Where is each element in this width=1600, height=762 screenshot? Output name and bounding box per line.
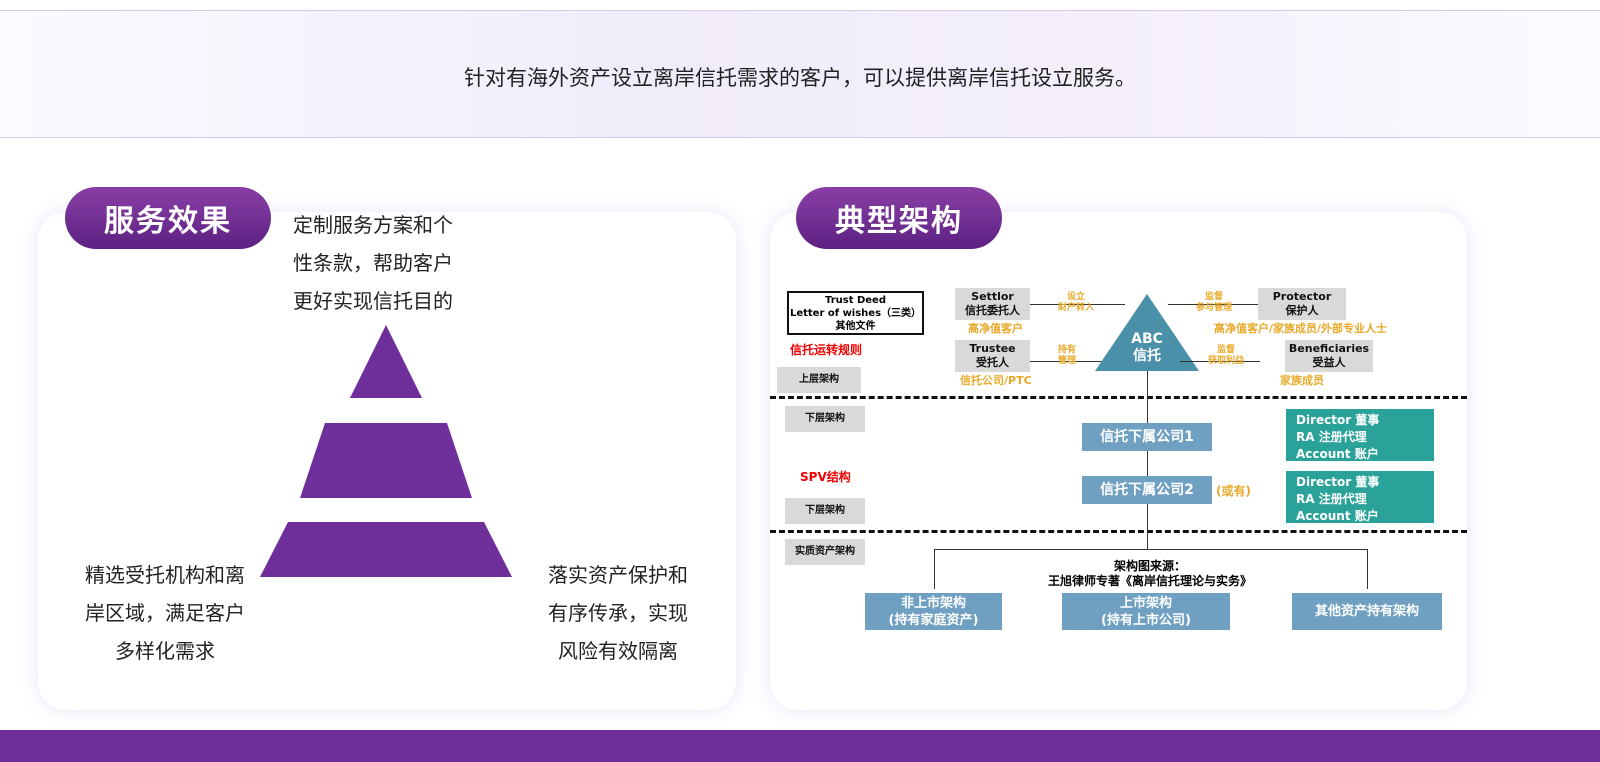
beneficiaries-arrow-label: 监督获取利益	[1208, 345, 1244, 367]
subsidiary-2-note: (或有)	[1216, 484, 1251, 498]
text-line: ABC	[1131, 331, 1163, 347]
right-text: 落实资产保护和有序传承，实现风险有效隔离	[530, 556, 706, 670]
other-asset-structure: 其他资产持有架构	[1292, 593, 1442, 630]
text-line: RA 注册代理	[1296, 430, 1367, 444]
text-line: 管理	[1058, 356, 1077, 366]
text-line: 信托委托人	[965, 304, 1020, 317]
protector-arrow	[1168, 304, 1258, 305]
text-line: 保护人	[1285, 304, 1319, 317]
text-line: 受托人	[976, 356, 1009, 369]
service-effect-title: 服务效果	[65, 187, 271, 249]
text-line: 受益人	[1312, 356, 1346, 369]
trustee-arrow	[1030, 361, 1110, 362]
text-line: 信托	[1133, 348, 1161, 364]
beneficiaries-note: 家族成员	[1280, 374, 1324, 387]
text-line: 定制服务方案和个	[293, 213, 453, 237]
source-note: 架构图来源：王旭律师专著《离岸信托理论与实务》	[1030, 559, 1270, 589]
text-line: Trust Deed	[824, 295, 886, 306]
settlor-arrow	[1030, 304, 1125, 305]
text-line: (持有家庭资产)	[888, 613, 979, 628]
text-line: Letter of wishes（三类）	[789, 308, 922, 319]
text-line: 监督	[1217, 345, 1236, 355]
text-line: 有序传承，实现	[548, 601, 688, 625]
subsidiary-2: 信托下属公司2	[1082, 476, 1212, 504]
text-line: 设立	[1067, 292, 1086, 302]
header-banner	[0, 10, 1600, 138]
text-line: (持有上市公司)	[1101, 613, 1191, 628]
text-line: Beneficiaries	[1288, 342, 1370, 355]
settlor-note: 高净值客户	[968, 322, 1023, 335]
text-line: 上市架构	[1119, 596, 1172, 611]
text-line: 风险有效隔离	[558, 639, 678, 663]
footer-bar	[0, 730, 1600, 762]
trust-rules-label: 信托运转规则	[790, 343, 863, 357]
protector-arrow-label: 监督参与管理	[1196, 292, 1232, 314]
text-line: Director 董事	[1296, 475, 1380, 489]
text-line: RA 注册代理	[1296, 492, 1367, 506]
connector-line	[1367, 549, 1368, 589]
text-line: 王旭律师专著《离岸信托理论与实务》	[1047, 574, 1252, 588]
divider	[770, 396, 1467, 399]
text-line: 性条款，帮助客户	[293, 251, 453, 275]
non-listed-structure: 非上市架构 (持有家庭资产)	[865, 593, 1002, 630]
text-line: Account 账户	[1296, 509, 1379, 523]
subsidiary-1: 信托下属公司1	[1082, 423, 1212, 451]
text-line: 架构图来源：	[1113, 559, 1186, 573]
spv-label: SPV结构	[800, 470, 851, 484]
pyramid-icon	[260, 325, 512, 577]
trustee-arrow-label: 持有管理	[1058, 345, 1076, 367]
text-line: 更好实现信托目的	[293, 289, 453, 313]
text-line: Account 账户	[1296, 447, 1379, 461]
text-line: Trustee	[969, 342, 1016, 355]
trustee-note: 信托公司/PTC	[960, 374, 1032, 387]
text-line: 非上市架构	[900, 596, 966, 611]
trust-triangle-icon	[1095, 294, 1199, 371]
text-line: 精选受托机构和离	[85, 563, 245, 587]
text-line: 岸区域，满足客户	[85, 601, 245, 625]
text-line: 财产转入	[1058, 303, 1095, 313]
protector-note: 高净值客户/家族成员/外部专业人士	[1214, 322, 1388, 335]
text-line: 获取利益	[1208, 356, 1245, 366]
top-text: 定制服务方案和个性条款，帮助客户更好实现信托目的	[293, 206, 453, 320]
text-line: Settlor	[971, 290, 1014, 303]
text-line: 持有	[1058, 345, 1077, 355]
real-asset-label: 实质资产架构	[785, 539, 865, 565]
typical-structure-title: 典型架构	[796, 187, 1002, 249]
listed-structure: 上市架构 (持有上市公司)	[1062, 593, 1230, 630]
text-line: Protector	[1272, 290, 1332, 303]
banner-text: 针对有海外资产设立离岸信托需求的客户，可以提供离岸信托设立服务。	[464, 66, 1136, 90]
text-line: 监督	[1205, 292, 1224, 302]
subsidiary-1-info: Director 董事 RA 注册代理 Account 账户	[1286, 409, 1434, 461]
lower-structure-label-2: 下层架构	[785, 498, 865, 524]
text-line: 参与管理	[1196, 303, 1233, 313]
text-line: Director 董事	[1296, 413, 1380, 427]
beneficiaries-arrow	[1180, 361, 1260, 362]
upper-structure-label: 上层架构	[777, 367, 861, 393]
lower-structure-label: 下层架构	[785, 406, 865, 432]
text-line: 落实资产保护和	[548, 563, 688, 587]
connector-line	[934, 549, 935, 589]
settlor-arrow-label: 设立财产转入	[1058, 292, 1094, 314]
subsidiary-2-info: Director 董事 RA 注册代理 Account 账户	[1286, 471, 1434, 523]
divider	[770, 530, 1467, 533]
text-line: 多样化需求	[115, 639, 215, 663]
connector-line	[934, 549, 1368, 550]
connector-line	[1147, 371, 1148, 549]
left-text: 精选受托机构和离岸区域，满足客户多样化需求	[72, 556, 258, 670]
text-line: 其他文件	[835, 321, 876, 332]
